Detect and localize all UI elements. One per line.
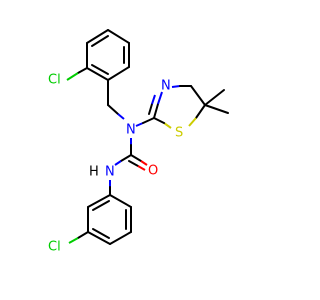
bond [117,113,125,120]
bond [135,122,144,127]
bond [77,67,88,74]
nitrogen-atom-central: N [126,123,136,138]
bond [142,117,155,124]
bond [195,104,206,119]
bond [140,160,148,166]
bond [163,122,172,129]
bond [107,104,119,115]
bond [188,117,197,127]
chlorophenyl-ring-bottom [87,194,132,245]
nitrogen-atom-amide: N [105,165,115,180]
oxygen-atom: O [148,164,158,179]
bond [87,231,111,245]
nitrogen-atom-ring: N [161,79,171,94]
bond [68,237,79,244]
bond [137,165,146,171]
bond [151,94,156,105]
chlorine-atom-top: Cl [48,73,61,88]
bond [109,231,132,245]
bond [107,66,130,81]
bond [157,91,163,105]
bond [153,103,159,119]
bond [91,64,109,75]
bond [86,67,109,81]
bond [204,104,229,114]
bond [153,117,165,124]
bond [87,194,111,208]
bond [128,160,139,167]
bond [130,154,142,162]
chlorophenyl-ring-top [86,29,130,81]
hydrogen-atom-amide: H [89,165,99,180]
bond [120,154,132,162]
chlorine-atom-bottom: Cl [48,240,61,255]
bond [204,89,225,106]
bond [92,228,110,239]
bond [109,194,132,208]
sulfur-atom-ring: S [175,126,183,141]
bond [171,85,181,88]
bond [91,35,109,47]
bond [114,160,122,166]
bond [107,29,130,44]
bond [77,231,89,239]
bond [190,85,206,106]
thiazoline-ring [148,85,206,129]
bond [92,200,110,211]
bond [148,103,153,115]
bond [86,29,109,44]
bond [66,72,79,81]
molecule-structure: Cl N N S O N H [48,29,229,255]
